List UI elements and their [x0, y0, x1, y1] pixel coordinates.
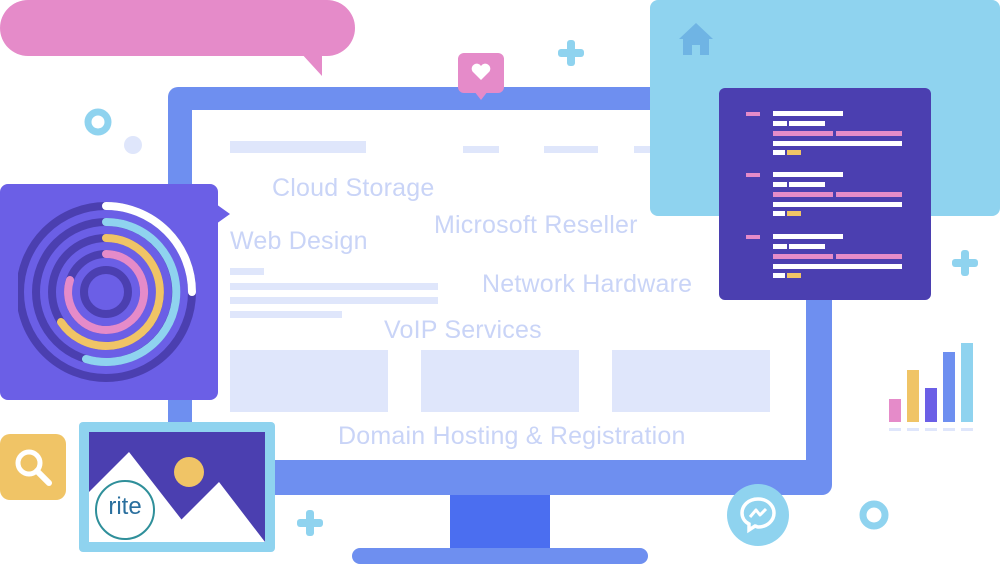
bar-graph-icon — [889, 343, 973, 431]
plus-icon — [297, 510, 323, 536]
speech-bubble-tail — [300, 52, 322, 76]
service-domain-hosting: Domain Hosting & Registration — [338, 422, 686, 450]
service-network-hardware: Network Hardware — [482, 270, 693, 298]
text-line-placeholder — [230, 268, 264, 275]
heart-icon — [471, 63, 491, 80]
analytics-card-tail — [216, 204, 230, 224]
text-line-placeholder — [230, 297, 438, 304]
service-voip-services: VoIP Services — [384, 316, 542, 344]
monitor-stand-neck — [450, 495, 550, 553]
radial-rings-icon — [18, 202, 196, 382]
content-card-placeholder — [230, 350, 388, 412]
text-line-placeholder — [230, 311, 342, 318]
monitor-stand-base — [352, 548, 648, 564]
service-web-design: Web Design — [230, 227, 368, 255]
plus-icon — [952, 250, 978, 276]
code-lines — [746, 111, 902, 278]
pink-speech-bubble — [0, 0, 355, 56]
ring-icon — [859, 500, 889, 530]
like-badge-tail — [474, 91, 488, 100]
messenger-icon — [740, 497, 776, 534]
nav-link-placeholder — [544, 146, 598, 153]
search-icon — [15, 449, 52, 486]
messenger-badge[interactable] — [727, 484, 789, 546]
text-line-placeholder — [230, 283, 438, 290]
service-cloud-storage: Cloud Storage — [272, 174, 435, 202]
home-icon — [679, 23, 713, 55]
nav-link-placeholder — [463, 146, 499, 153]
nav-logo-placeholder — [230, 141, 366, 153]
content-card-placeholder — [612, 350, 770, 412]
rite-logo-text: rite — [108, 493, 142, 520]
nav-link-placeholder — [634, 146, 658, 153]
plus-icon — [558, 40, 584, 66]
ring-icon — [84, 108, 142, 154]
content-card-placeholder — [421, 350, 579, 412]
service-microsoft-reseller: Microsoft Reseller — [434, 211, 638, 239]
rite-logo — [95, 480, 155, 540]
search-button[interactable] — [0, 434, 66, 500]
